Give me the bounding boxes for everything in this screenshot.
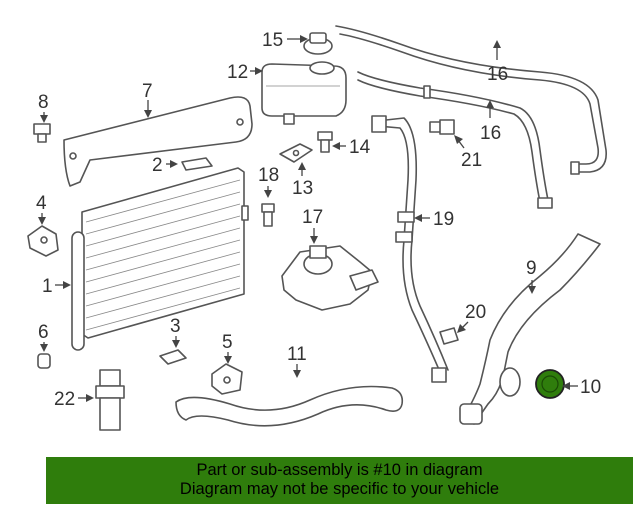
callout-9-label: 9 <box>526 258 537 279</box>
part-19-heater-hose[interactable] <box>371 115 449 383</box>
part-6-plug[interactable] <box>37 353 51 369</box>
callout-2: 2 <box>152 155 178 176</box>
callout-21: 21 <box>454 135 482 171</box>
callout-19-label: 19 <box>433 209 454 230</box>
callout-14: 14 <box>332 137 371 158</box>
callout-20: 20 <box>457 302 486 333</box>
callout-5: 5 <box>222 332 233 364</box>
callout-8-label: 8 <box>38 92 49 113</box>
part-16-lower-hose[interactable] <box>357 71 553 209</box>
callout-13: 13 <box>292 162 313 199</box>
part-16-upper-hose[interactable] <box>335 25 607 175</box>
callout-20-label: 20 <box>465 302 486 323</box>
part-10-hose-clamp[interactable] <box>535 369 565 399</box>
callout-16b: 16 <box>480 100 501 144</box>
part-20-clip[interactable] <box>439 327 459 345</box>
part-14-bolt[interactable] <box>317 131 333 153</box>
callout-17: 17 <box>302 207 323 244</box>
callout-3: 3 <box>170 316 181 348</box>
callout-12-label: 12 <box>227 62 248 83</box>
part-7-upper-seal[interactable] <box>63 96 253 187</box>
callout-10: 10 <box>562 377 601 398</box>
callout-17-label: 17 <box>302 207 323 228</box>
part-12-coolant-reservoir[interactable] <box>261 61 347 125</box>
callout-11-label: 11 <box>287 344 307 365</box>
callout-16a: 16 <box>487 40 508 85</box>
part-21-fitting[interactable] <box>429 119 455 135</box>
part-3-bracket[interactable] <box>159 349 187 365</box>
part-1-radiator[interactable] <box>71 167 249 351</box>
banner-line-2: Diagram may not be specific to your vehi… <box>179 480 500 498</box>
callout-11: 11 <box>287 344 307 378</box>
part-8-bolt[interactable] <box>33 123 51 143</box>
callout-14-label: 14 <box>349 137 371 158</box>
callout-9: 9 <box>526 258 537 294</box>
callout-16a-label: 16 <box>487 64 508 85</box>
callout-21-label: 21 <box>461 150 482 171</box>
radiator-fins <box>85 179 241 331</box>
callout-7-label: 7 <box>142 81 153 102</box>
callout-3-label: 3 <box>170 316 181 337</box>
callout-5-label: 5 <box>222 332 233 353</box>
part-11-lower-hose[interactable] <box>175 385 404 427</box>
part-5-bracket[interactable] <box>211 363 243 395</box>
part-15-pressure-cap[interactable] <box>303 32 333 55</box>
callout-7: 7 <box>142 81 153 118</box>
callout-6: 6 <box>38 322 49 352</box>
callout-4: 4 <box>36 193 47 225</box>
part-13-bracket[interactable] <box>279 143 313 163</box>
part-9-radiator-hose[interactable] <box>459 233 601 425</box>
info-banner: Part or sub-assembly is #10 in diagram D… <box>46 457 633 504</box>
part-17-thermostat-housing[interactable] <box>281 245 379 311</box>
callout-22-label: 22 <box>54 389 75 410</box>
banner-line-1: Part or sub-assembly is #10 in diagram <box>196 461 483 479</box>
callout-13-label: 13 <box>292 178 313 199</box>
callout-10-label: 10 <box>580 377 601 398</box>
callout-15-label: 15 <box>262 30 283 51</box>
parts-diagram: 15 12 16 16 <box>27 25 607 431</box>
callout-2-label: 2 <box>152 155 163 176</box>
callout-15: 15 <box>262 30 308 51</box>
part-22-sensor[interactable] <box>95 369 125 431</box>
callout-4-label: 4 <box>36 193 47 214</box>
callout-18-label: 18 <box>258 165 279 186</box>
part-4-mount[interactable] <box>27 225 59 257</box>
callout-12: 12 <box>227 62 263 83</box>
part-18-bleed-screw[interactable] <box>261 203 275 227</box>
callout-19: 19 <box>414 209 454 230</box>
callout-18: 18 <box>258 165 279 198</box>
part-2-bracket[interactable] <box>181 157 213 171</box>
callout-8: 8 <box>38 92 49 123</box>
callout-22: 22 <box>54 389 94 410</box>
callout-16b-label: 16 <box>480 123 501 144</box>
callout-1-label: 1 <box>42 276 53 297</box>
callout-1: 1 <box>42 276 71 297</box>
callout-6-label: 6 <box>38 322 49 343</box>
